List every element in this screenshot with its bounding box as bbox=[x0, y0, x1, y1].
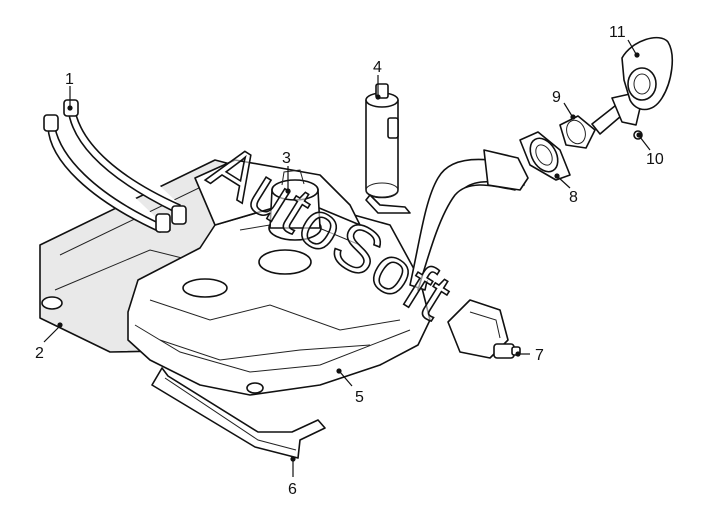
fuel-lines bbox=[43, 99, 187, 233]
callout-2: 2 bbox=[35, 345, 44, 362]
callout-3: 3 bbox=[282, 150, 291, 167]
callout-5: 5 bbox=[355, 389, 364, 406]
callout-labels: 1 2 3 4 5 6 7 8 9 10 11 bbox=[35, 24, 664, 498]
callout-11: 11 bbox=[609, 24, 626, 41]
callout-4: 4 bbox=[373, 59, 382, 76]
vent-valve bbox=[447, 299, 521, 359]
filler-neck bbox=[409, 149, 529, 291]
callout-9: 9 bbox=[552, 89, 561, 106]
leader-lines bbox=[43, 39, 651, 477]
filler-flange bbox=[519, 131, 571, 181]
callout-8: 8 bbox=[569, 189, 578, 206]
fuel-filler-cap bbox=[621, 36, 674, 111]
callout-7: 7 bbox=[535, 347, 544, 364]
fuel-filter bbox=[365, 83, 411, 214]
callout-6: 6 bbox=[288, 481, 297, 498]
callout-1: 1 bbox=[65, 71, 74, 88]
fuel-pump-sender bbox=[268, 169, 322, 241]
callout-10: 10 bbox=[646, 151, 664, 168]
tank-strap bbox=[151, 367, 326, 459]
